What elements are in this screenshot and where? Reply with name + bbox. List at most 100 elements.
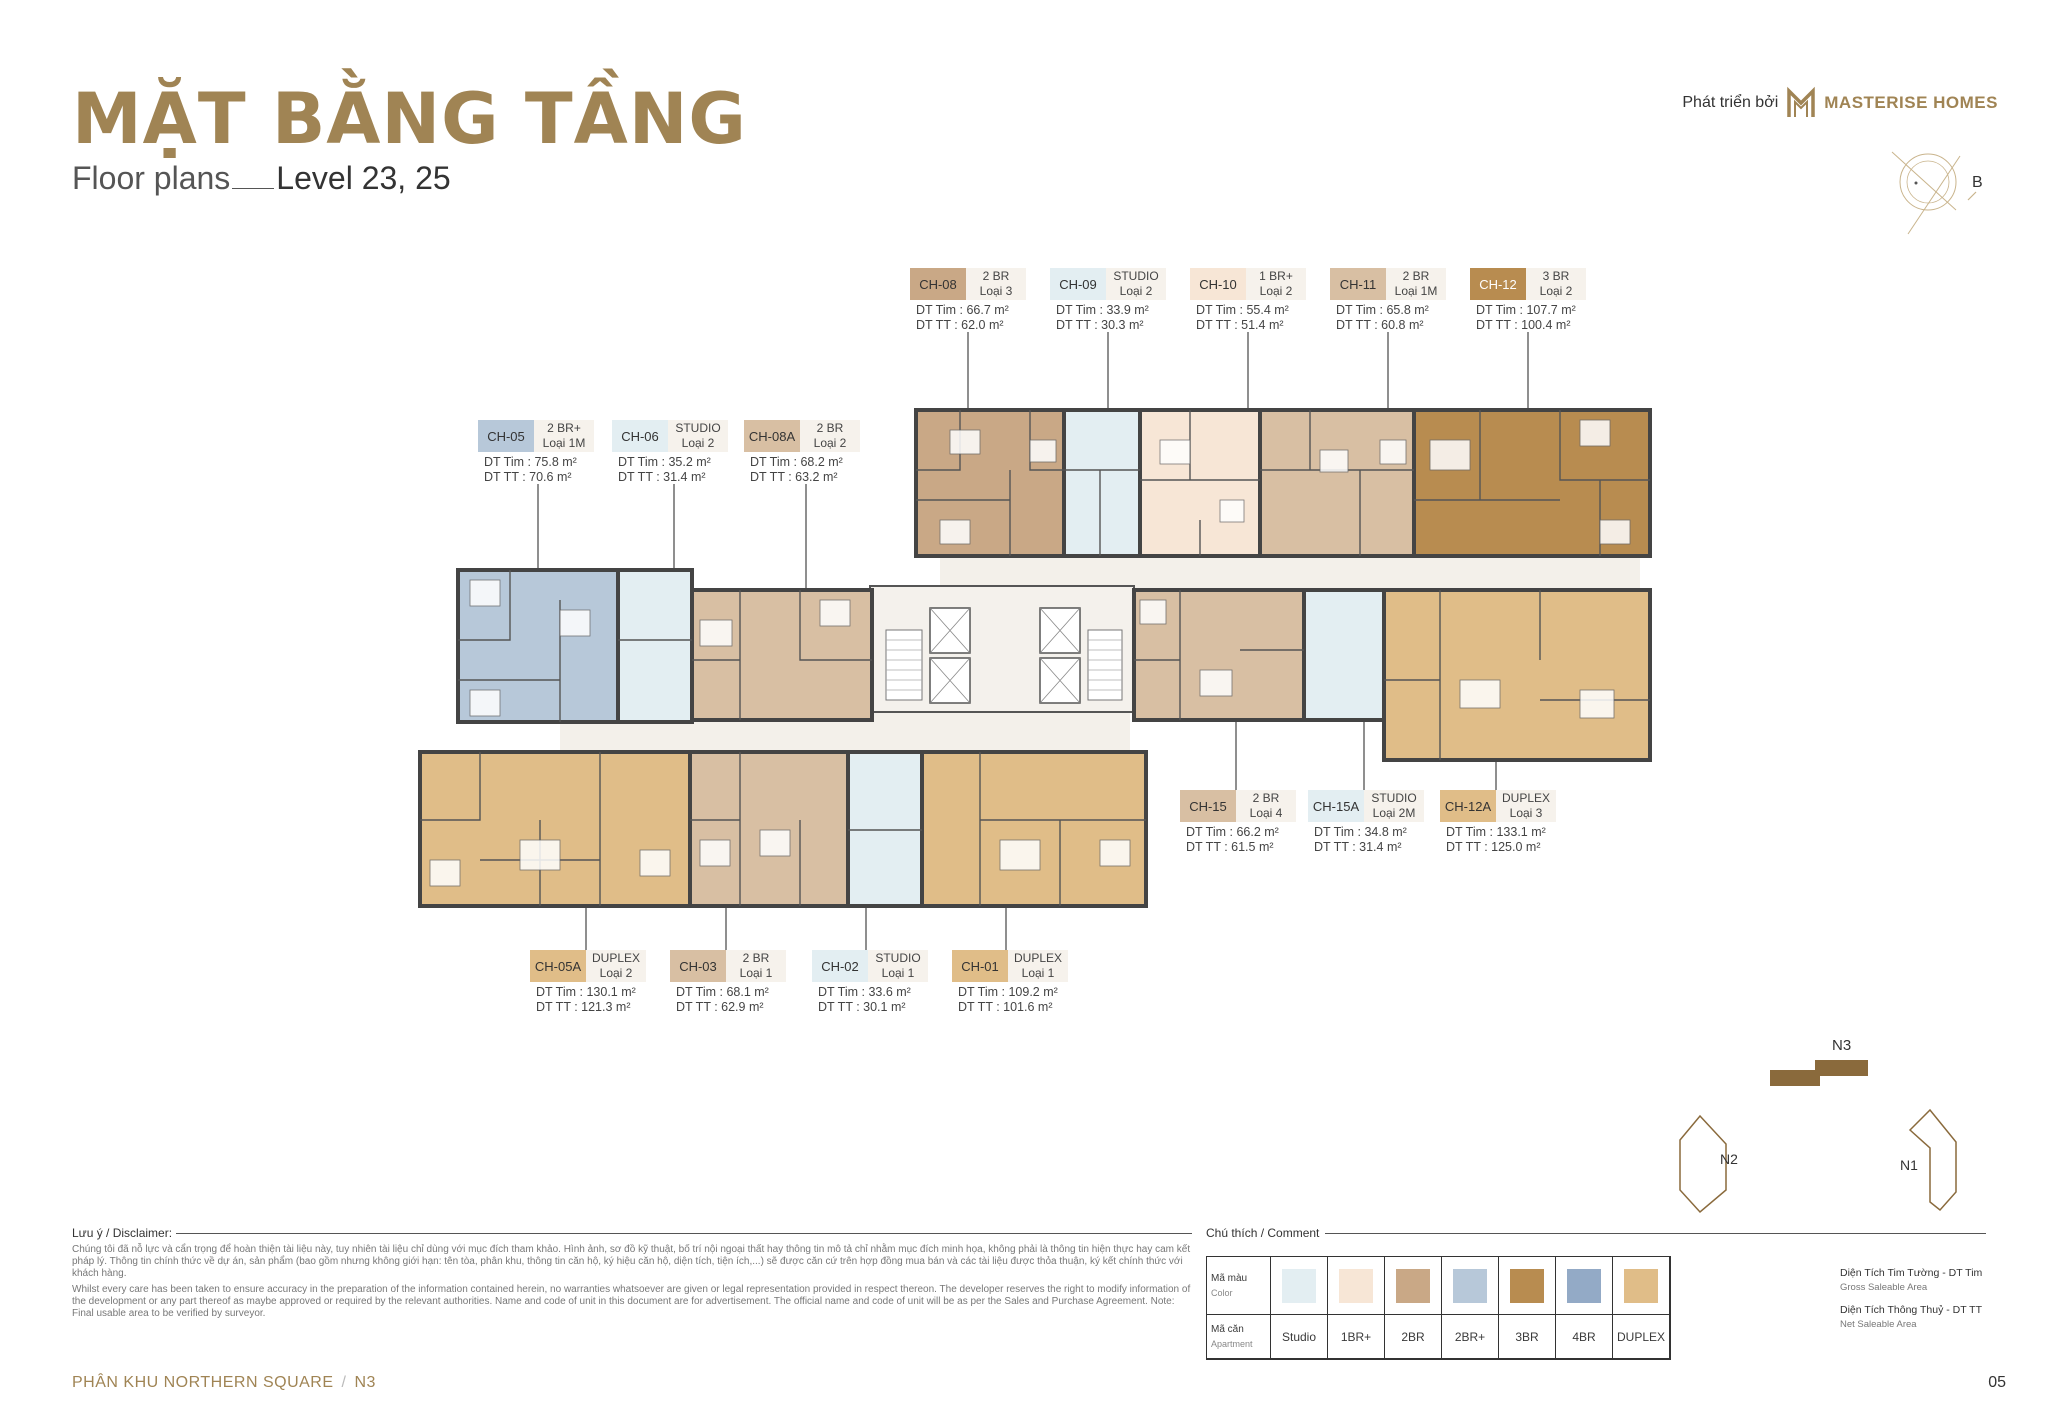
unit-gross-area: DT Tim : 68.2 m²: [750, 455, 843, 469]
legend-label-2br-plus: 2BR+: [1442, 1315, 1499, 1359]
unit-net-area: DT TT : 121.3 m²: [536, 1000, 631, 1014]
unit-code: CH-08: [910, 268, 966, 300]
unit-gross-area: DT Tim : 66.7 m²: [916, 303, 1009, 317]
unit-variant: Loại 2: [681, 436, 715, 450]
unit-gross-area: DT Tim : 68.1 m²: [676, 985, 769, 999]
unit-code: CH-05: [478, 420, 534, 452]
unit-variant: Loại 2M: [1372, 806, 1416, 820]
unit-variant: Loại 1M: [1394, 284, 1438, 298]
legend-swatch-4br: [1567, 1268, 1601, 1303]
unit-type: DUPLEX: [591, 951, 641, 965]
unit-type: 2 BR: [1252, 791, 1280, 805]
net-area-definition: Diện Tích Thông Thuỷ - DT TT: [1840, 1304, 1983, 1316]
unit-net-area: DT TT : 70.6 m²: [484, 470, 572, 484]
unit-net-area: DT TT : 30.1 m²: [818, 1000, 906, 1014]
legend-label-1br-plus: 1BR+: [1328, 1315, 1385, 1359]
legend-swatch-1br-plus: [1339, 1268, 1373, 1303]
legend-cell: [1499, 1257, 1556, 1315]
subtitle-prefix: Floor plans: [72, 160, 231, 196]
key-map-n1: N1: [1900, 1157, 1918, 1173]
unit-type: 2 BR: [1402, 269, 1430, 283]
footer-zone-name: PHÂN KHU NORTHERN SQUARE: [72, 1374, 334, 1391]
unit-code: CH-03: [670, 950, 726, 982]
unit-code: CH-08A: [744, 420, 800, 452]
unit-type: STUDIO: [875, 951, 921, 965]
unit-gross-area: DT Tim : 75.8 m²: [484, 455, 577, 469]
unit-code: CH-11: [1330, 268, 1386, 300]
disclaimer-vi: Chúng tôi đã nỗ lực và cẩn trọng để hoàn…: [72, 1244, 1191, 1279]
unit-gross-area: DT Tim : 33.6 m²: [818, 985, 911, 999]
page-subtitle: Floor plans Level 23, 25: [72, 160, 451, 197]
unit-net-area: DT TT : 60.8 m²: [1336, 318, 1424, 332]
legend-cell: [1328, 1257, 1385, 1315]
unit-code: CH-12: [1470, 268, 1526, 300]
level-label: Level 23, 25: [276, 160, 451, 196]
legend-cell: [1271, 1257, 1328, 1315]
unit-gross-area: DT Tim : 35.2 m²: [618, 455, 711, 469]
legend-color-label-en: Color: [1211, 1287, 1233, 1298]
unit-net-area: DT TT : 125.0 m²: [1446, 840, 1541, 854]
legend-label-3br: 3BR: [1499, 1315, 1556, 1359]
net-area-definition-en: Net Saleable Area: [1840, 1319, 1917, 1330]
legend-cell: [1556, 1257, 1613, 1315]
unit-type: DUPLEX: [1013, 951, 1063, 965]
unit-net-area: DT TT : 31.4 m²: [618, 470, 706, 484]
unit-type: 2 BR: [742, 951, 770, 965]
gross-area-definition-en: Gross Saleable Area: [1840, 1282, 1928, 1293]
unit-gross-area: DT Tim : 65.8 m²: [1336, 303, 1429, 317]
unit-variant: Loại 1M: [542, 436, 586, 450]
unit-variant: Loại 2: [813, 436, 847, 450]
unit-gross-area: DT Tim : 107.7 m²: [1476, 303, 1576, 317]
unit-variant: Loại 3: [979, 284, 1013, 298]
key-map-n3: N3: [1832, 1037, 1851, 1054]
legend-swatch-2br: [1396, 1268, 1430, 1303]
disclaimer-heading: Lưu ý / Disclaimer:: [72, 1226, 173, 1240]
page-number: 05: [1988, 1374, 2006, 1391]
unit-variant: Loại 1: [881, 966, 915, 980]
legend-label-studio: Studio: [1271, 1315, 1328, 1359]
unit-type: 1 BR+: [1259, 269, 1293, 283]
unit-net-area: DT TT : 31.4 m²: [1314, 840, 1402, 854]
disclaimer: Lưu ý / Disclaimer: Chúng tôi đã nỗ lực …: [72, 1226, 1192, 1320]
unit-variant: Loại 2: [599, 966, 633, 980]
unit-type: STUDIO: [1371, 791, 1417, 805]
footer-block: N3: [354, 1374, 376, 1391]
unit-code: CH-12A: [1440, 790, 1496, 822]
legend-apt-label: Mã căn: [1211, 1323, 1244, 1335]
unit-code: CH-09: [1050, 268, 1106, 300]
unit-net-area: DT TT : 100.4 m²: [1476, 318, 1571, 332]
unit-gross-area: DT Tim : 130.1 m²: [536, 985, 636, 999]
unit-net-area: DT TT : 63.2 m²: [750, 470, 838, 484]
unit-code: CH-06: [612, 420, 668, 452]
legend-heading: Chú thích / Comment: [1206, 1226, 1320, 1240]
page-title: MẶT BẰNG TẦNG: [72, 78, 747, 160]
legend-cell: [1385, 1257, 1442, 1315]
unit-gross-area: DT Tim : 55.4 m²: [1196, 303, 1289, 317]
developer-brand: Phát triển bởi MASTERISE HOMES: [1682, 86, 1998, 120]
unit-net-area: DT TT : 30.3 m²: [1056, 318, 1144, 332]
gross-area-definition: Diện Tích Tim Tường - DT Tim: [1840, 1267, 1983, 1279]
unit-type: STUDIO: [675, 421, 721, 435]
unit-code: CH-15: [1180, 790, 1236, 822]
compass-letter: B: [1972, 174, 1983, 191]
legend-cell: [1442, 1257, 1499, 1315]
unit-variant: Loại 1: [739, 966, 773, 980]
unit-variant: Loại 2: [1539, 284, 1573, 298]
unit-gross-area: DT Tim : 34.8 m²: [1314, 825, 1407, 839]
unit-variant: Loại 4: [1249, 806, 1283, 820]
legend-swatch-studio: [1282, 1268, 1316, 1303]
legend-label-4br: 4BR: [1556, 1315, 1613, 1359]
legend-label-duplex: DUPLEX: [1613, 1315, 1670, 1359]
